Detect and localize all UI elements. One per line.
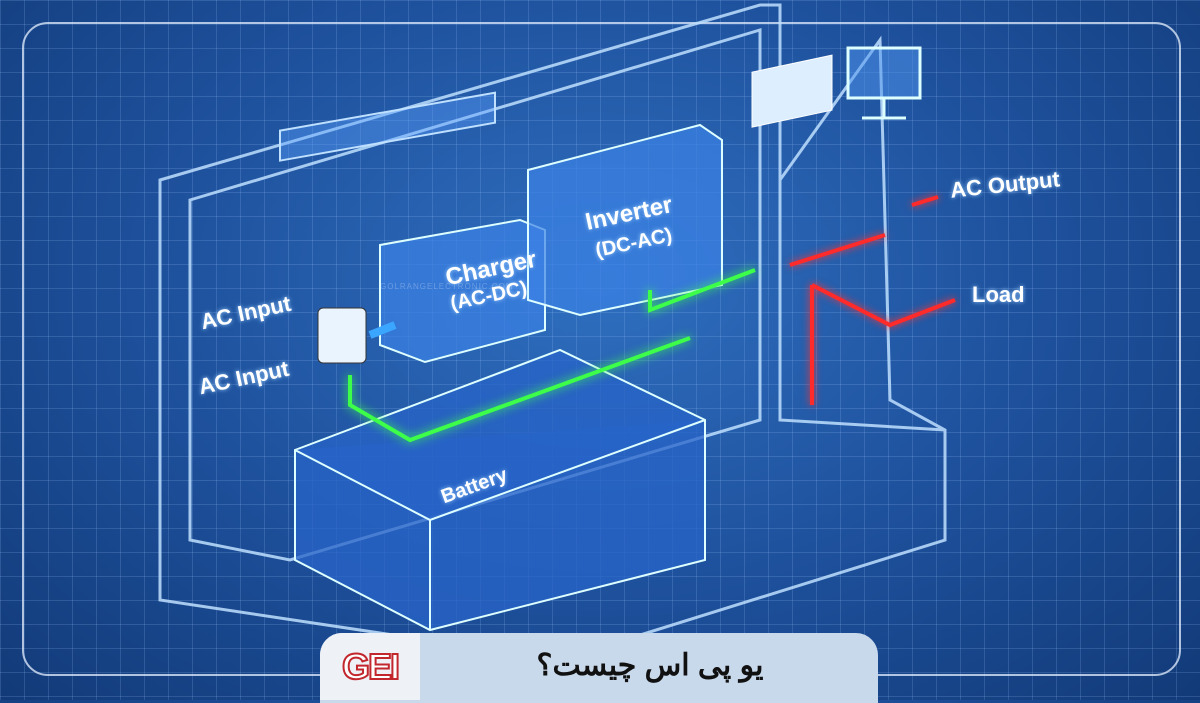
monitor-icon <box>846 46 922 120</box>
watermark: GOLRANGELECTRONIC.COM <box>380 282 514 291</box>
charge-path <box>348 268 756 443</box>
label-load: Load <box>972 282 1025 307</box>
battery <box>294 348 706 632</box>
page-title: یو پی اس چیست؟ <box>536 649 764 682</box>
logo-text: GEI <box>341 645 401 688</box>
ac-input-socket <box>317 307 367 364</box>
gei-logo: GEI <box>320 633 420 700</box>
input-arrow <box>368 321 397 339</box>
vent-slot <box>279 91 496 162</box>
output-path <box>789 195 956 405</box>
output-connector <box>751 54 833 128</box>
inverter-box <box>527 123 723 317</box>
charger-box <box>379 218 546 364</box>
